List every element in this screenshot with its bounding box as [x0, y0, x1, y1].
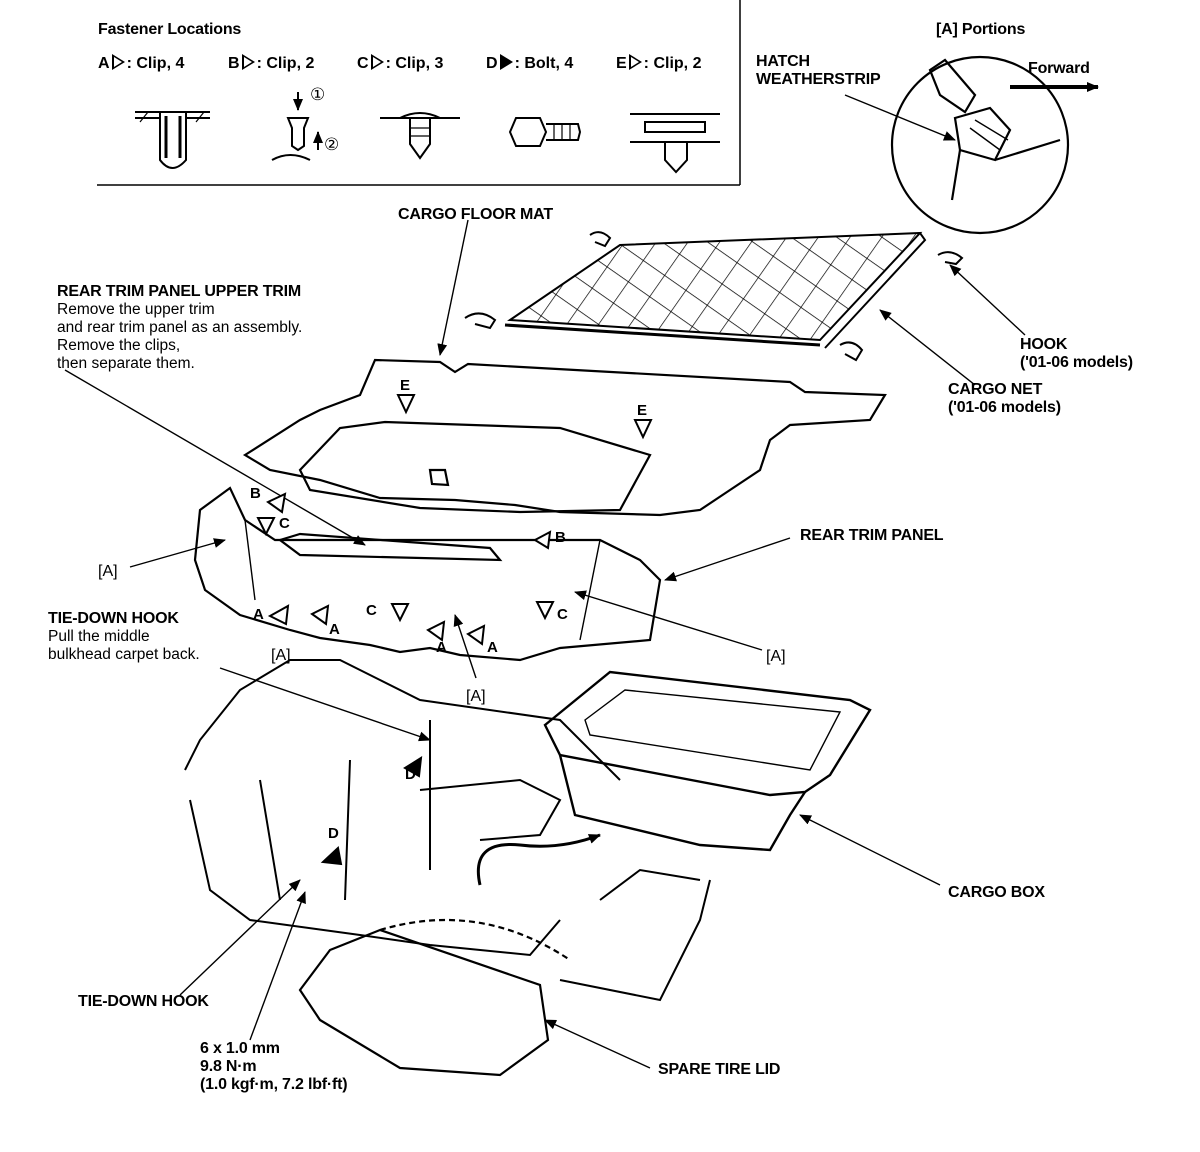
- tie-down-hook-title: TIE-DOWN HOOK: [48, 610, 179, 627]
- portion-a-marker: [A]: [466, 688, 486, 705]
- marker-d-triangle: [403, 756, 423, 778]
- weatherstrip-detail-circle: [890, 55, 1070, 235]
- cargo-box: [543, 670, 872, 852]
- marker-a-triangle: [267, 604, 290, 626]
- cargo-net: [504, 231, 927, 349]
- marker-a-label: A: [436, 639, 447, 656]
- marker-c-triangle: [390, 603, 410, 623]
- spare-tire-lid: [298, 918, 571, 1077]
- rear-trim-upper-title: REAR TRIM PANEL UPPER TRIM: [57, 283, 301, 300]
- marker-d-label: D: [405, 766, 416, 783]
- forward-label: Forward: [1028, 60, 1090, 77]
- rear-trim-upper-line: and rear trim panel as an assembly.: [57, 319, 303, 336]
- clip-b-icon: [271, 92, 323, 161]
- bolt-d-icon: [508, 117, 582, 147]
- cargo-net-label: CARGO NET ('01-06 models): [948, 381, 1061, 416]
- torque-spec-label: 6 x 1.0 mm 9.8 N·m (1.0 kgf·m, 7.2 lbf·f…: [200, 1040, 348, 1093]
- marker-a-triangle: [466, 624, 486, 646]
- marker-d-label: D: [328, 825, 339, 842]
- marker-c-label: C: [366, 602, 377, 619]
- marker-e-label: E: [400, 377, 411, 394]
- marker-b-triangle: [266, 492, 287, 514]
- weatherstrip-leader: [844, 94, 956, 141]
- marker-b-label: B: [250, 485, 261, 502]
- rear-trim-panel-label: REAR TRIM PANEL: [800, 527, 944, 544]
- marker-c-triangle: [535, 601, 555, 621]
- marker-c-triangle: [256, 517, 276, 537]
- marker-c-label: C: [279, 515, 290, 532]
- clip-a-icon: [135, 111, 210, 169]
- fastener-legend-box: [97, 0, 741, 186]
- tie-down-hook-top-callout: TIE-DOWN HOOK Pull the middle bulkhead c…: [48, 610, 200, 664]
- marker-e-label: E: [637, 402, 648, 419]
- spare-tire-lid-label: SPARE TIRE LID: [658, 1061, 781, 1078]
- cargo-box-direction-arrow: [476, 833, 601, 886]
- marker-e-triangle: [633, 419, 653, 440]
- clip-c-icon: [380, 112, 460, 160]
- marker-b-label: B: [555, 529, 566, 546]
- fastener-locations-title: Fastener Locations: [98, 21, 242, 38]
- rear-trim-upper-line: then separate them.: [57, 355, 195, 372]
- marker-e-triangle: [396, 394, 416, 415]
- marker-d-triangle: [320, 846, 343, 866]
- vehicle-floor-body: [184, 659, 711, 1002]
- hatch-weatherstrip-label: HATCH WEATHERSTRIP: [756, 53, 881, 88]
- tie-down-hook-line: bulkhead carpet back.: [48, 646, 200, 663]
- marker-a-label: A: [487, 639, 498, 656]
- portion-a-marker: [A]: [766, 648, 786, 665]
- portion-a-marker: [A]: [98, 563, 118, 580]
- rear-trim-upper-line: Remove the clips,: [57, 337, 181, 354]
- marker-a-label: A: [329, 621, 340, 638]
- fastener-d: D: Bolt, 4: [486, 54, 574, 72]
- fastener-a: A: Clip, 4: [98, 54, 185, 72]
- install-step-1: ①: [310, 85, 326, 104]
- cargo-box-label: CARGO BOX: [948, 884, 1045, 901]
- rear-trim-panel: [193, 486, 662, 662]
- cargo-floor-mat-label: CARGO FLOOR MAT: [398, 206, 553, 223]
- fastener-e: E: Clip, 2: [616, 54, 702, 72]
- marker-b-triangle: [532, 530, 552, 550]
- rear-trim-upper-callout: REAR TRIM PANEL UPPER TRIM Remove the up…: [57, 283, 302, 373]
- marker-c-label: C: [557, 606, 568, 623]
- marker-a-triangle: [426, 620, 446, 642]
- tie-down-hook-bottom-label: TIE-DOWN HOOK: [78, 993, 209, 1010]
- marker-a-label: A: [253, 606, 264, 623]
- rear-trim-upper-line: Remove the upper trim: [57, 301, 215, 318]
- fastener-b: B: Clip, 2: [228, 54, 315, 72]
- marker-a-triangle: [310, 604, 330, 626]
- fastener-c: C: Clip, 3: [357, 54, 444, 72]
- install-step-2: ②: [324, 135, 340, 154]
- hook-label: HOOK ('01-06 models): [1020, 336, 1133, 371]
- fastener-triangles: [256, 394, 653, 866]
- clip-e-icon: [630, 113, 720, 174]
- tie-down-hook-line: Pull the middle: [48, 628, 150, 645]
- leader-lines: [64, 219, 1026, 1069]
- portions-label: [A] Portions: [936, 21, 1026, 38]
- portion-a-marker: [A]: [271, 647, 291, 664]
- hook-icons: [464, 231, 964, 362]
- cargo-floor-mat: [242, 358, 887, 517]
